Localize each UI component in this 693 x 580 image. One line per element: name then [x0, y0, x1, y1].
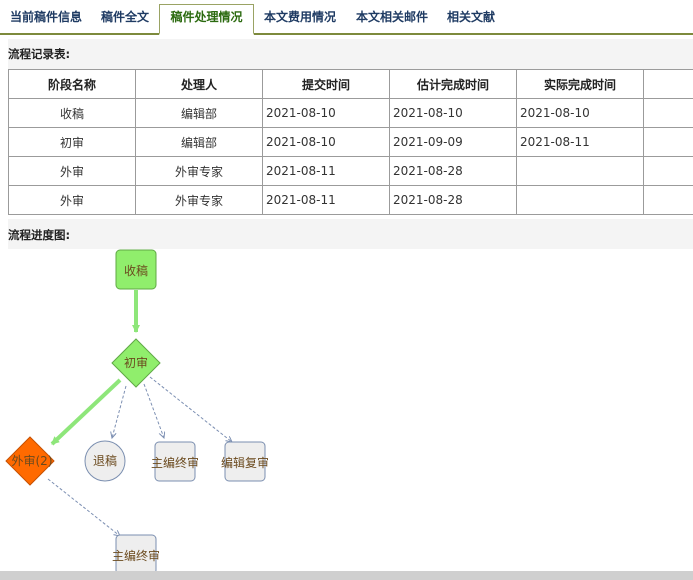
- flow-title: 流程进度图:: [8, 228, 71, 242]
- column-header: 提交时间: [262, 69, 390, 99]
- actual-time-cell: [516, 156, 644, 186]
- horizontal-scrollbar[interactable]: [0, 571, 693, 580]
- records-section-bar: [8, 39, 693, 69]
- estimated-time-cell: 2021-09-09: [389, 127, 517, 157]
- stage-cell: 外审: [8, 156, 136, 186]
- node-external-review: 外审(2): [5, 436, 55, 486]
- column-header: [643, 69, 693, 99]
- table-header-row: 阶段名称 处理人 提交时间 估计完成时间 实际完成时间: [8, 69, 693, 99]
- node-editor-review-label: 编辑复审: [221, 455, 269, 470]
- table-row: 收稿 编辑部 2021-08-10 2021-08-10 2021-08-10: [8, 98, 693, 128]
- extra-cell: [643, 156, 693, 186]
- extra-cell: [643, 185, 693, 215]
- node-chief-final-2: 主编终审: [112, 534, 160, 571]
- submit-time-cell: 2021-08-10: [262, 127, 390, 157]
- flow-section-bar: [8, 219, 693, 249]
- records-title: 流程记录表:: [8, 47, 71, 61]
- column-header: 实际完成时间: [516, 69, 644, 99]
- tab-current-manuscript-info[interactable]: 当前稿件信息: [9, 10, 82, 24]
- records-table: 阶段名称 处理人 提交时间 估计完成时间 实际完成时间 收稿 编辑部 2021-…: [8, 69, 693, 215]
- stage-cell: 外审: [8, 185, 136, 215]
- extra-cell: [643, 127, 693, 157]
- tab-related-emails[interactable]: 本文相关邮件: [355, 10, 428, 24]
- node-first-review: 初审: [111, 338, 161, 388]
- actual-time-cell: [516, 185, 644, 215]
- tab-manuscript-fulltext[interactable]: 稿件全文: [100, 10, 149, 24]
- edge-first-review-to-chief-final: [143, 383, 164, 438]
- actual-time-cell: 2021-08-10: [516, 98, 644, 128]
- table-row: 外审 外审专家 2021-08-11 2021-08-28: [8, 156, 693, 186]
- estimated-time-cell: 2021-08-28: [389, 185, 517, 215]
- node-chief-final-2-label: 主编终审: [112, 548, 160, 563]
- node-receive: 收稿: [115, 249, 157, 290]
- column-header: 估计完成时间: [389, 69, 517, 99]
- table-row: 外审 外审专家 2021-08-11 2021-08-28: [8, 185, 693, 215]
- edge-external-review-to-chief-final: [47, 478, 120, 536]
- node-chief-final-1: 主编终审: [151, 441, 199, 482]
- tab-related-literature[interactable]: 相关文献: [446, 10, 495, 24]
- estimated-time-cell: 2021-08-28: [389, 156, 517, 186]
- handler-cell: 外审专家: [135, 156, 263, 186]
- node-external-review-label: 外审(2): [12, 453, 53, 468]
- tab-bar: 当前稿件信息 稿件全文 稿件处理情况 本文费用情况 本文相关邮件 相关文献: [0, 0, 693, 35]
- node-chief-final-1-label: 主编终审: [151, 455, 199, 470]
- tab-manuscript-processing[interactable]: 稿件处理情况: [159, 4, 254, 35]
- node-first-review-label: 初审: [124, 355, 148, 370]
- handler-cell: 外审专家: [135, 185, 263, 215]
- stage-cell: 初审: [8, 127, 136, 157]
- edge-first-review-to-reject: [112, 385, 127, 438]
- edge-first-review-to-external-review: [50, 378, 122, 446]
- submit-time-cell: 2021-08-10: [262, 98, 390, 128]
- column-header: 处理人: [135, 69, 263, 99]
- tab-fees[interactable]: 本文费用情况: [263, 10, 336, 24]
- extra-cell: [643, 98, 693, 128]
- handler-cell: 编辑部: [135, 127, 263, 157]
- estimated-time-cell: 2021-08-10: [389, 98, 517, 128]
- flow-diagram: 收稿 初审 外审(2) 退稿 主编终审 编辑复审 主编终审: [5, 249, 269, 571]
- table-row: 初审 编辑部 2021-08-10 2021-09-09 2021-08-11: [8, 127, 693, 157]
- node-reject: 退稿: [84, 440, 126, 482]
- node-reject-label: 退稿: [93, 453, 117, 468]
- stage-cell: 收稿: [8, 98, 136, 128]
- edge-first-review-to-editor-review: [149, 376, 232, 442]
- submit-time-cell: 2021-08-11: [262, 156, 390, 186]
- column-header: 阶段名称: [8, 69, 136, 99]
- handler-cell: 编辑部: [135, 98, 263, 128]
- node-receive-label: 收稿: [124, 263, 148, 278]
- submit-time-cell: 2021-08-11: [262, 185, 390, 215]
- actual-time-cell: 2021-08-11: [516, 127, 644, 157]
- node-editor-review: 编辑复审: [221, 441, 269, 482]
